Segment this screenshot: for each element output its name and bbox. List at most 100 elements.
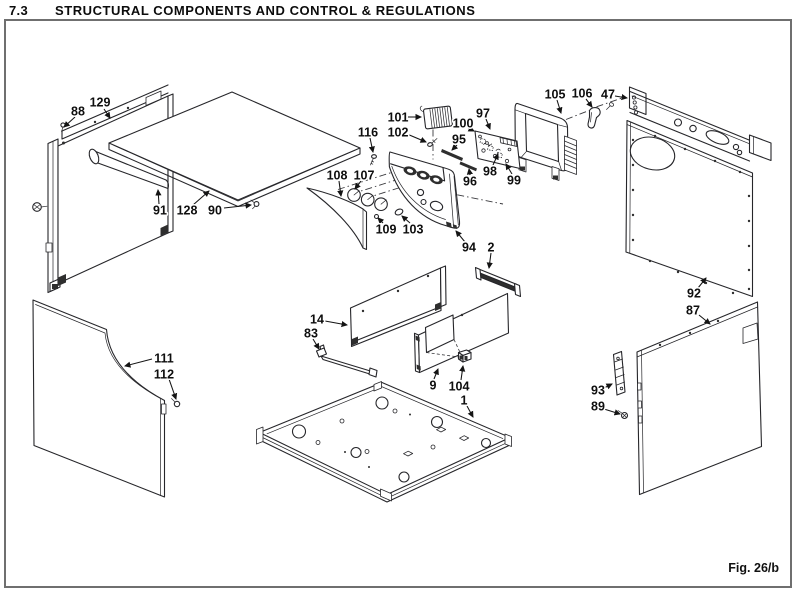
part-leader-96 bbox=[466, 168, 473, 176]
part-label-95: 95 bbox=[452, 133, 466, 147]
rating-plate bbox=[742, 322, 759, 344]
part-label-129: 129 bbox=[90, 96, 111, 110]
part-leader-1 bbox=[466, 405, 474, 418]
screw-89 bbox=[617, 410, 629, 420]
part-label-112: 112 bbox=[154, 368, 174, 382]
curved-corner-panel-108 bbox=[306, 187, 368, 251]
part-leader-94 bbox=[455, 230, 466, 243]
bracket-rail-83 bbox=[315, 344, 378, 378]
part-label-14: 14 bbox=[310, 313, 324, 327]
top-rear-rail-47 bbox=[628, 86, 772, 162]
part-leader-93 bbox=[603, 383, 613, 390]
part-leader-2 bbox=[486, 252, 493, 269]
knobs-107 bbox=[347, 188, 388, 212]
part-leader-83 bbox=[312, 338, 320, 350]
part-label-109: 109 bbox=[376, 223, 397, 237]
part-label-2: 2 bbox=[488, 241, 495, 255]
part-leader-47 bbox=[614, 94, 628, 101]
part-label-91: 91 bbox=[153, 204, 167, 218]
screw-near-47 bbox=[606, 102, 615, 110]
part-label-108: 108 bbox=[327, 169, 348, 183]
rear-left-panel-assembly bbox=[32, 84, 174, 294]
cross-screw bbox=[32, 202, 48, 212]
part-leader-87 bbox=[698, 314, 711, 325]
screw-hole-dots bbox=[631, 134, 751, 295]
part-label-98: 98 bbox=[483, 165, 497, 179]
timer-component-101 bbox=[419, 105, 453, 130]
screw-102 bbox=[427, 138, 438, 147]
part-label-103: 103 bbox=[403, 223, 424, 237]
part-label-1: 1 bbox=[461, 394, 468, 408]
part-label-104: 104 bbox=[449, 380, 470, 394]
part-leader-14 bbox=[324, 320, 348, 328]
clip-104 bbox=[457, 349, 472, 363]
diagram-frame-border bbox=[4, 19, 792, 588]
part-leader-9 bbox=[433, 368, 439, 380]
base-panel-1 bbox=[256, 381, 512, 503]
figure-caption: Fig. 26/b bbox=[728, 561, 779, 575]
part-leader-104 bbox=[459, 365, 466, 381]
part-label-105: 105 bbox=[545, 88, 566, 102]
right-side-panel-87 bbox=[636, 301, 763, 496]
part-label-88: 88 bbox=[71, 105, 85, 119]
part-leader-100 bbox=[467, 125, 475, 132]
part-label-92: 92 bbox=[687, 287, 701, 301]
part-label-100: 100 bbox=[453, 117, 474, 131]
screw-116 bbox=[370, 154, 377, 166]
clip-106 bbox=[587, 107, 601, 129]
part-leader-98 bbox=[492, 153, 499, 166]
knob-holes bbox=[403, 166, 443, 185]
part-label-90: 90 bbox=[208, 204, 222, 218]
part-label-106: 106 bbox=[572, 87, 593, 101]
part-label-111: 111 bbox=[154, 352, 174, 366]
part-label-94: 94 bbox=[462, 241, 476, 255]
rear-panel-92 bbox=[625, 119, 754, 298]
part-leader-105 bbox=[556, 99, 563, 114]
part-leader-91 bbox=[155, 189, 162, 205]
part-label-116: 116 bbox=[358, 126, 378, 140]
part-label-107: 107 bbox=[354, 169, 375, 183]
channel-rail-2 bbox=[474, 266, 522, 298]
part-label-83: 83 bbox=[304, 327, 318, 341]
rear-left-panel-face bbox=[57, 95, 169, 285]
mounting-panel-9 bbox=[413, 292, 510, 374]
part-leader-99 bbox=[505, 163, 513, 175]
part-leader-107 bbox=[354, 180, 362, 190]
trim-strip-95 bbox=[441, 149, 463, 161]
part-leader-112 bbox=[168, 378, 178, 400]
left-side-panel-111 bbox=[32, 299, 181, 498]
part-label-101: 101 bbox=[388, 111, 409, 125]
part-leader-106 bbox=[585, 98, 593, 108]
inner-panel-14 bbox=[349, 265, 447, 348]
rolled-sheet-91 bbox=[88, 148, 170, 190]
part-leader-109 bbox=[377, 217, 385, 225]
part-label-97: 97 bbox=[476, 107, 490, 121]
section-number: 7.3 bbox=[9, 3, 28, 18]
part-leader-102 bbox=[406, 133, 427, 143]
part-label-128: 128 bbox=[177, 204, 198, 218]
top-rail-129 bbox=[61, 84, 169, 140]
part-label-93: 93 bbox=[591, 384, 605, 398]
part-leader-89 bbox=[603, 408, 621, 416]
part-leader-103 bbox=[401, 215, 411, 224]
part-label-102: 102 bbox=[388, 126, 409, 140]
screw-112 bbox=[171, 398, 181, 408]
part-leader-90 bbox=[223, 202, 252, 209]
part-label-96: 96 bbox=[463, 175, 477, 189]
control-console-assembly bbox=[306, 105, 504, 251]
circuit-board-97 bbox=[474, 130, 521, 170]
part-leader-95 bbox=[451, 143, 459, 151]
part-label-87: 87 bbox=[686, 304, 700, 318]
grommet-103 bbox=[394, 208, 404, 216]
part-leader-108 bbox=[337, 180, 344, 197]
part-leader-92 bbox=[697, 277, 707, 289]
part-label-9: 9 bbox=[430, 379, 437, 393]
base-holes bbox=[291, 396, 492, 483]
part-leader-88 bbox=[63, 116, 76, 128]
screw-109 bbox=[373, 213, 381, 222]
trim-strip-96 bbox=[459, 161, 477, 172]
part-leader-128 bbox=[192, 190, 210, 206]
control-support-frame-105 bbox=[514, 97, 624, 181]
